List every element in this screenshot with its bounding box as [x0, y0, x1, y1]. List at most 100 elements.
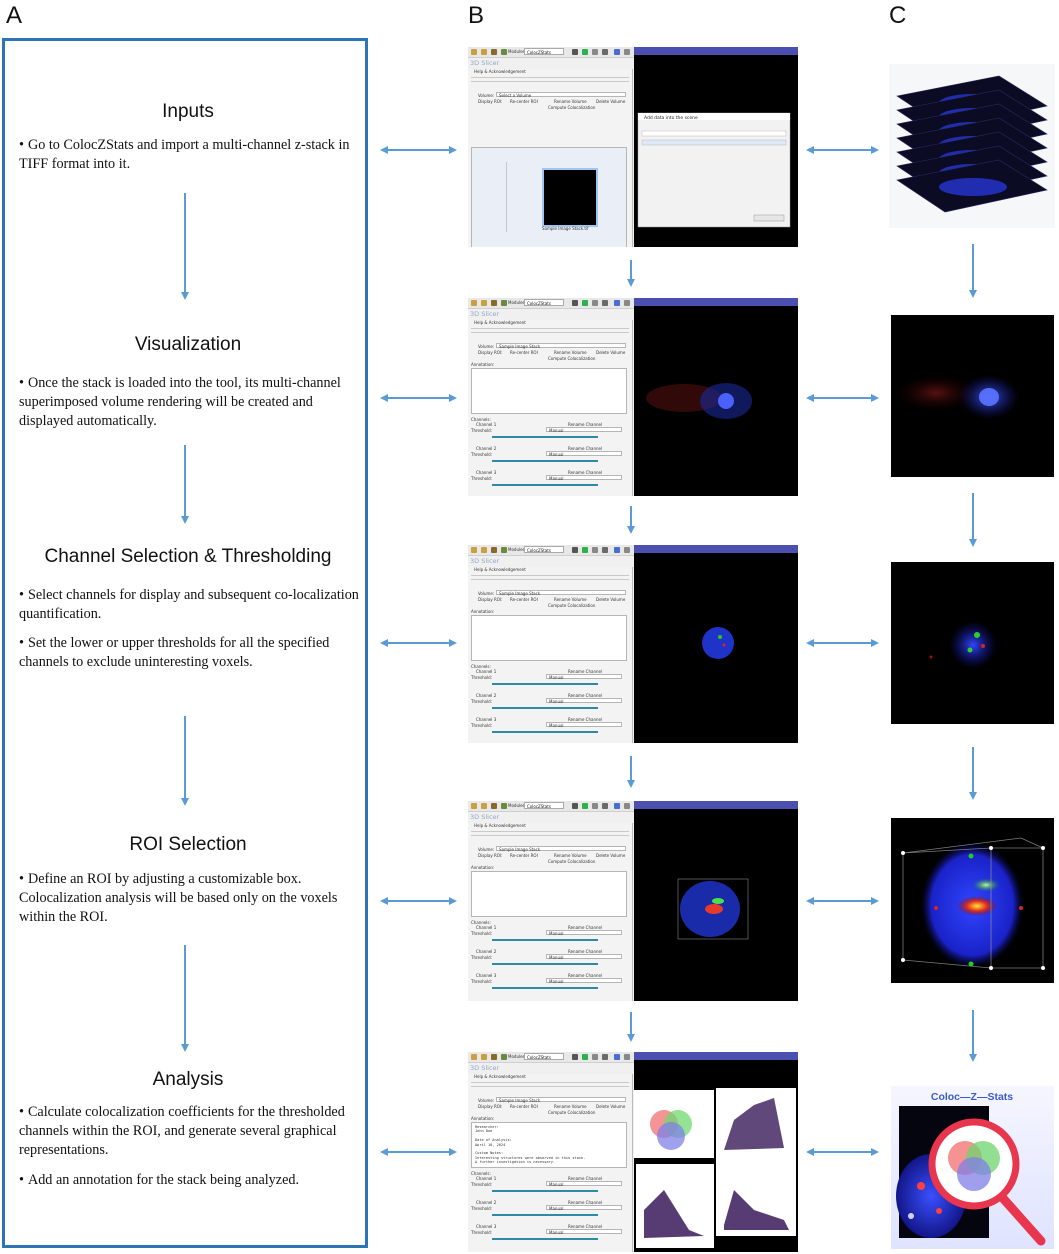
3d-viewer[interactable]: [634, 545, 798, 743]
threshold-slider[interactable]: [492, 436, 598, 438]
toolbar-icon[interactable]: [602, 547, 608, 553]
threshold-mode-select[interactable]: Manual: [546, 698, 622, 704]
toolbar-icon[interactable]: [481, 547, 487, 553]
toolbar-icon[interactable]: [614, 49, 620, 55]
toolbar-icon[interactable]: [491, 49, 497, 55]
threshold-mode-select[interactable]: Manual: [546, 451, 622, 457]
toolbar-icon[interactable]: [471, 1054, 477, 1060]
3d-viewer[interactable]: [634, 298, 798, 496]
volume-selector[interactable]: Sample Image Stack: [496, 343, 626, 349]
toolbar-icon[interactable]: [572, 300, 578, 306]
annotation-textarea[interactable]: [471, 368, 627, 414]
3d-viewer[interactable]: [634, 801, 798, 1001]
threshold-mode-select[interactable]: Manual: [546, 978, 622, 984]
toolbar-icon[interactable]: [491, 803, 497, 809]
threshold-slider[interactable]: [492, 963, 598, 965]
module-selector[interactable]: ColocZStats: [524, 299, 564, 306]
threshold-mode-select[interactable]: Manual: [546, 722, 622, 728]
toolbar-icon[interactable]: [614, 300, 620, 306]
channels-label: Channels:: [471, 417, 491, 422]
threshold-slider[interactable]: [492, 460, 598, 462]
toolbar-icon[interactable]: [501, 49, 507, 55]
toolbar-icon[interactable]: [602, 300, 608, 306]
toolbar-icon[interactable]: [582, 300, 588, 306]
toolbar-icon[interactable]: [592, 547, 598, 553]
threshold-slider[interactable]: [492, 484, 598, 486]
toolbar-icon[interactable]: [602, 49, 608, 55]
toolbar-icon[interactable]: [582, 803, 588, 809]
toolbar-icon[interactable]: [624, 1054, 630, 1060]
toolbar-icon[interactable]: [602, 1054, 608, 1060]
volume-selector[interactable]: Sample Image Stack: [496, 590, 626, 596]
threshold-mode-select[interactable]: Manual: [546, 1205, 622, 1211]
toolbar-icon[interactable]: [572, 1054, 578, 1060]
toolbar-icon[interactable]: [592, 300, 598, 306]
image-thumbnail[interactable]: [542, 168, 598, 227]
toolbar-icon[interactable]: [624, 49, 630, 55]
threshold-mode-select[interactable]: Manual: [546, 930, 622, 936]
toolbar-icon[interactable]: [624, 300, 630, 306]
toolbar-icon[interactable]: [572, 547, 578, 553]
toolbar-icon[interactable]: [602, 803, 608, 809]
module-selector[interactable]: ColocZStats: [524, 1053, 564, 1060]
toolbar-icon[interactable]: [592, 803, 598, 809]
toolbar-icon[interactable]: [592, 1054, 598, 1060]
toolbar-icon[interactable]: [481, 803, 487, 809]
volume-selector[interactable]: Select a Volume: [496, 92, 626, 98]
threshold-mode-select[interactable]: Manual: [546, 674, 622, 680]
threshold-mode-select[interactable]: Manual: [546, 427, 622, 433]
threshold-slider[interactable]: [492, 1238, 598, 1240]
annotation-textarea[interactable]: [471, 871, 627, 917]
toolbar-icon[interactable]: [582, 1054, 588, 1060]
toolbar-icon[interactable]: [614, 1054, 620, 1060]
toolbar-icon[interactable]: [624, 803, 630, 809]
module-selector[interactable]: ColocZStats: [524, 48, 564, 55]
toolbar-icon[interactable]: [572, 803, 578, 809]
threshold-slider[interactable]: [492, 987, 598, 989]
toolbar-icon[interactable]: [501, 1054, 507, 1060]
threshold-slider[interactable]: [492, 939, 598, 941]
module-selector[interactable]: ColocZStats: [524, 802, 564, 809]
toolbar-icon[interactable]: [614, 547, 620, 553]
toolbar-icon[interactable]: [491, 1054, 497, 1060]
toolbar-icon[interactable]: [501, 803, 507, 809]
volume-selector[interactable]: Sample Image Stack: [496, 1097, 626, 1103]
toolbar-icon[interactable]: [582, 547, 588, 553]
threshold-mode-value: Manual: [549, 476, 564, 481]
threshold-slider[interactable]: [492, 683, 598, 685]
toolbar-icon[interactable]: [471, 547, 477, 553]
toolbar-icon[interactable]: [471, 300, 477, 306]
threshold-mode-select[interactable]: Manual: [546, 1181, 622, 1187]
threshold-slider[interactable]: [492, 1214, 598, 1216]
toolbar-icon[interactable]: [491, 547, 497, 553]
toolbar-icon[interactable]: [501, 300, 507, 306]
toolbar-icon[interactable]: [592, 49, 598, 55]
display-roi-label: Display ROI:: [478, 99, 503, 104]
file-open-dialog[interactable]: Sample Image Stack.tif: [471, 147, 627, 247]
toolbar-icon[interactable]: [481, 300, 487, 306]
toolbar-icon[interactable]: [471, 49, 477, 55]
threshold-slider[interactable]: [492, 731, 598, 733]
threshold-slider[interactable]: [492, 707, 598, 709]
folder-tree[interactable]: [476, 162, 507, 232]
toolbar-icon[interactable]: [501, 547, 507, 553]
3d-viewer[interactable]: Add data into the scene: [634, 47, 798, 247]
threshold-mode-select[interactable]: Manual: [546, 1229, 622, 1235]
annotation-textarea[interactable]: [471, 615, 627, 661]
toolbar-icon[interactable]: [572, 49, 578, 55]
rename-channel-button: Rename Channel: [568, 1200, 603, 1205]
toolbar-icon[interactable]: [491, 300, 497, 306]
threshold-slider[interactable]: [492, 1190, 598, 1192]
threshold-mode-select[interactable]: Manual: [546, 954, 622, 960]
toolbar-icon[interactable]: [481, 49, 487, 55]
3d-viewer[interactable]: [634, 1052, 798, 1252]
toolbar-icon[interactable]: [582, 49, 588, 55]
volume-selector[interactable]: Sample Image Stack: [496, 846, 626, 852]
toolbar-icon[interactable]: [624, 547, 630, 553]
toolbar-icon[interactable]: [471, 803, 477, 809]
module-selector[interactable]: ColocZStats: [524, 546, 564, 553]
toolbar-icon[interactable]: [614, 803, 620, 809]
toolbar-icon[interactable]: [481, 1054, 487, 1060]
threshold-mode-select[interactable]: Manual: [546, 475, 622, 481]
